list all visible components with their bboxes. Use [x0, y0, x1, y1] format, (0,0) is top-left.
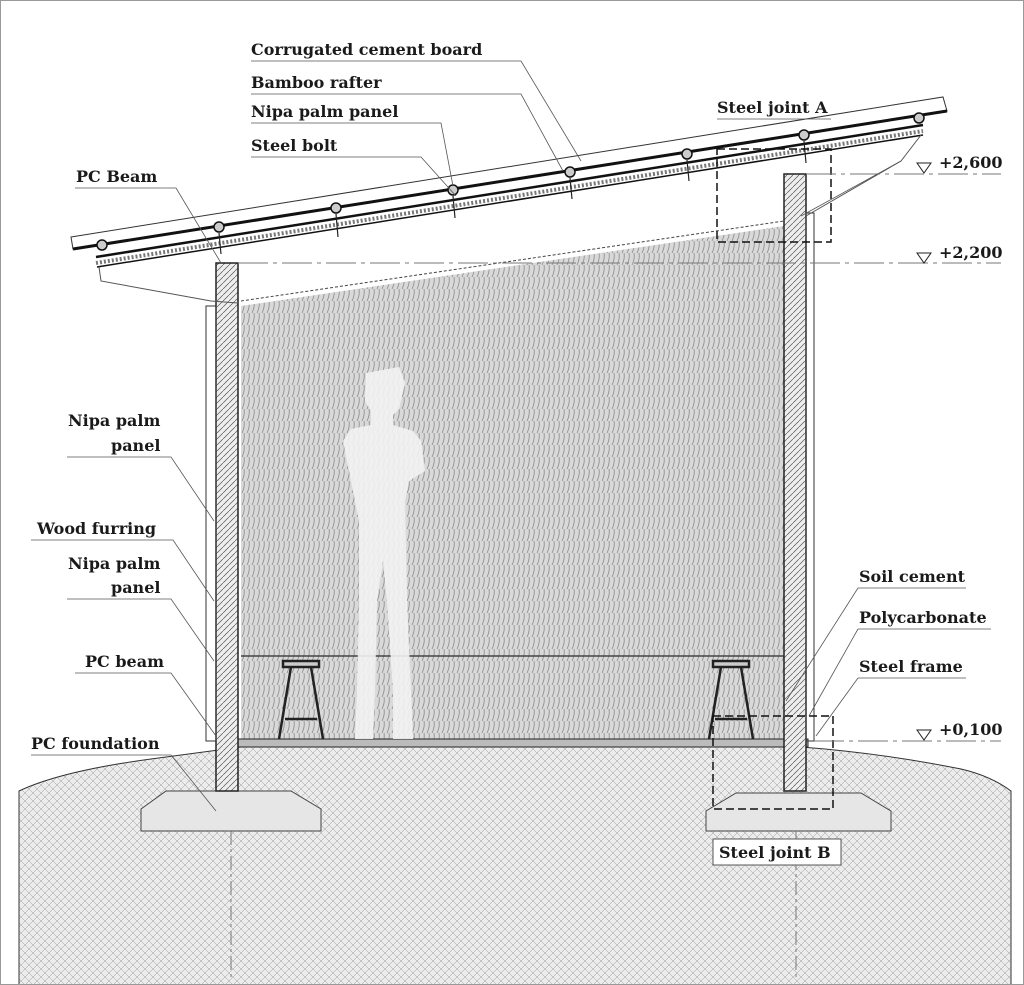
label-steel-joint-b: Steel joint B	[719, 843, 831, 862]
label-pc-beam-bottom: PC beam	[85, 652, 164, 671]
label-nipa-palm-panel-2a: Nipa palm	[68, 554, 160, 573]
label-polycarbonate: Polycarbonate	[859, 608, 987, 627]
label-pc-beam-top: PC Beam	[76, 167, 157, 186]
ground-soil	[18, 746, 1012, 984]
level-0100: +0,100	[939, 720, 1003, 739]
roof-assembly	[70, 96, 948, 304]
steel-joint-b-box	[712, 715, 834, 810]
level-marker-icon	[916, 162, 932, 174]
left-pc-column	[215, 262, 239, 792]
right-trestle	[707, 659, 755, 740]
steel-joint-a-box	[716, 148, 832, 243]
label-steel-joint-a: Steel joint A	[717, 98, 828, 117]
leader-lines	[31, 60, 991, 812]
level-marker-icon	[916, 252, 932, 264]
label-wood-furring: Wood furring	[36, 519, 156, 538]
steel-joint-b-label-box	[712, 838, 842, 866]
corrugated-cement-board	[70, 96, 948, 250]
human-figure	[343, 367, 425, 739]
bamboo-rafters	[96, 112, 925, 251]
label-bamboo-rafter: Bamboo rafter	[251, 73, 382, 92]
label-nipa-palm-panel-1a: Nipa palm	[68, 411, 160, 430]
left-wall-frame	[205, 305, 217, 742]
floor-slab	[215, 738, 809, 748]
level-2600: +2,600	[939, 153, 1003, 172]
label-nipa-palm-panel-1b: panel	[111, 436, 160, 455]
label-soil-cement: Soil cement	[859, 567, 966, 586]
steel-bolts	[218, 140, 807, 255]
level-2200: +2,200	[939, 243, 1003, 262]
label-nipa-palm-panel-2b: panel	[111, 578, 160, 597]
label-pc-foundation: PC foundation	[31, 734, 160, 753]
label-corrugated-cement-board: Corrugated cement board	[251, 40, 482, 59]
right-polycarbonate-frame	[805, 212, 815, 742]
right-foundation	[705, 792, 892, 832]
level-marker-icon	[916, 729, 932, 741]
left-trestle	[277, 659, 325, 740]
label-steel-bolt: Steel bolt	[251, 136, 338, 155]
label-steel-frame: Steel frame	[859, 657, 963, 676]
nipa-palm-wall	[241, 226, 784, 741]
label-nipa-palm-panel-roof: Nipa palm panel	[251, 102, 398, 121]
left-foundation	[140, 790, 322, 832]
